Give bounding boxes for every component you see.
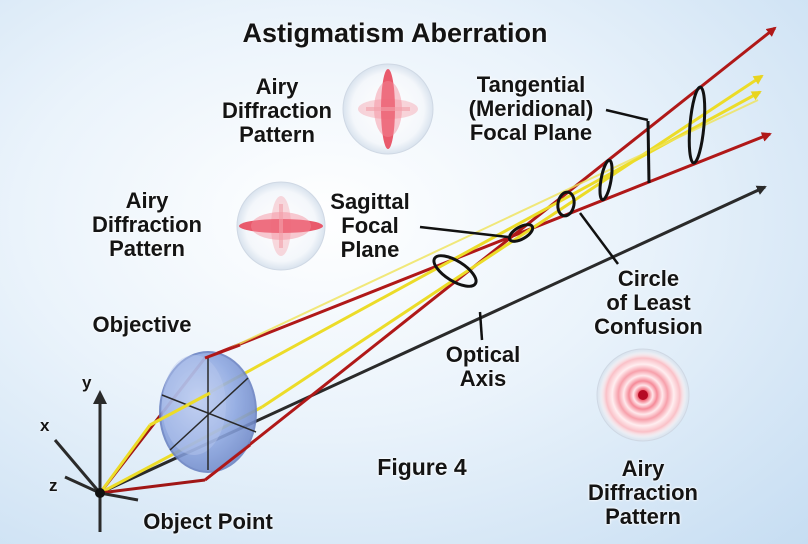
ellipse-far [687, 85, 707, 165]
label-line: Focal [341, 213, 399, 238]
airy-pattern-top [342, 63, 434, 155]
label-line: Airy [125, 188, 169, 213]
ray-front-segments [149, 343, 251, 482]
label-line: Tangential [476, 72, 586, 97]
y-axis-label: y [82, 373, 92, 392]
label-line: Focal Plane [469, 120, 593, 145]
label-line: Circle [617, 266, 680, 291]
label-line: Pattern [109, 236, 185, 261]
airy-pattern-bottom [596, 348, 690, 442]
optical-axis-label: Optical Axis [420, 343, 546, 391]
airy-label-top: Airy Diffraction Pattern [202, 75, 352, 147]
airy-label-left: Airy Diffraction Pattern [72, 189, 222, 261]
airy-pattern-left [236, 181, 326, 271]
label-line: Airy [255, 74, 299, 99]
label-line: of Least [606, 290, 691, 315]
focal-sections [432, 85, 707, 288]
tangential-focal-plane-label: Tangential (Meridional) Focal Plane [436, 73, 626, 145]
label-line: Pattern [605, 504, 681, 529]
z-axis-label: z [49, 476, 58, 495]
object-point-marker [95, 488, 105, 498]
objective-label: Objective [92, 312, 192, 337]
diagram-title: Astigmatism Aberration [242, 18, 548, 48]
object-point-label: Object Point [143, 509, 273, 534]
ellipse-near [432, 254, 478, 288]
label-line: Airy [621, 456, 665, 481]
label-line: Diffraction [222, 98, 332, 123]
ellipse-sagittal [507, 223, 535, 243]
sagittal-focal-plane-label: Sagittal Focal Plane [320, 190, 420, 262]
label-line: Plane [340, 237, 400, 262]
label-line: Confusion [594, 314, 703, 339]
ellipse-mid [598, 158, 614, 202]
label-line: Sagittal [330, 189, 410, 214]
circle-of-least-confusion-label: Circle of Least Confusion [566, 267, 731, 339]
coordinate-axes [53, 390, 139, 532]
label-line: Axis [459, 366, 507, 391]
tangential-focal-line [646, 120, 651, 184]
leader-lines [419, 108, 649, 341]
x-axis-label: x [40, 416, 50, 435]
label-line: (Meridional) [468, 96, 594, 121]
airy-label-bottom: Airy Diffraction Pattern [568, 457, 718, 529]
label-line: Pattern [239, 122, 315, 147]
label-line: Diffraction [92, 212, 202, 237]
objective-lens [159, 351, 257, 473]
circle-least-confusion-shape [556, 190, 576, 218]
label-line: Diffraction [588, 480, 698, 505]
figure-caption: Figure 4 [377, 454, 467, 480]
label-line: Optical [445, 342, 521, 367]
